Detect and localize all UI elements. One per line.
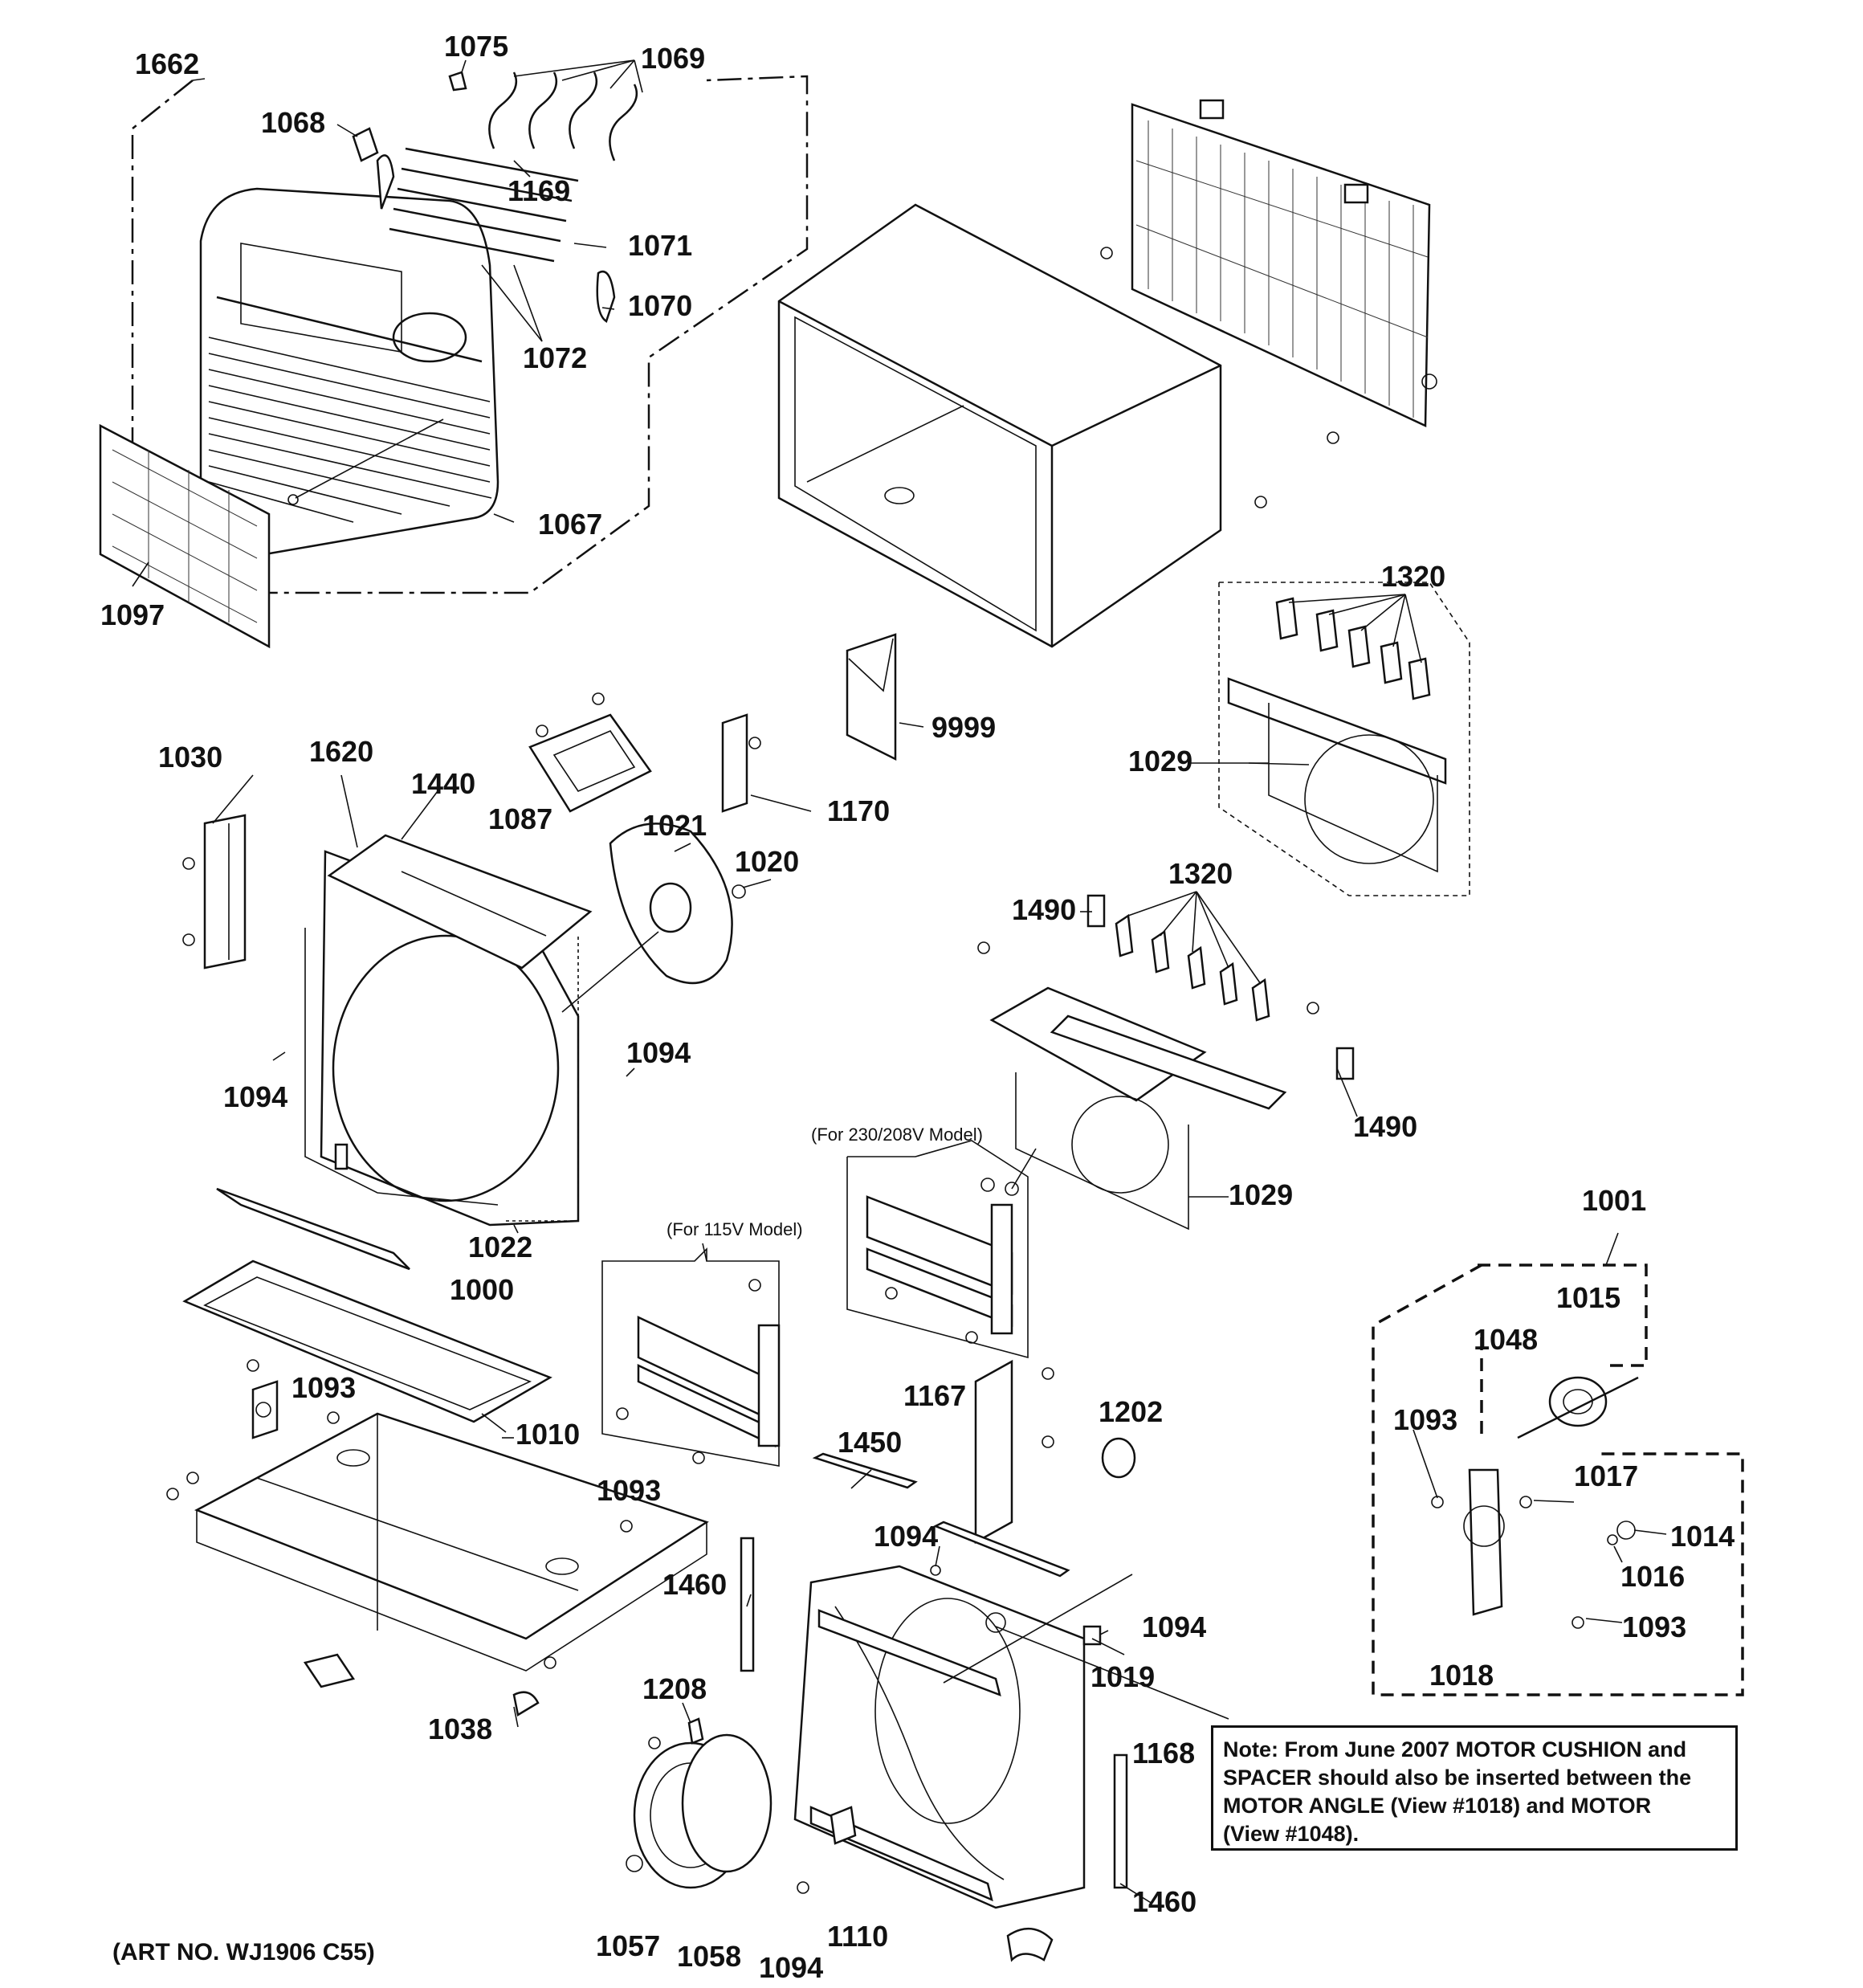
label-1010: 1010 [516, 1418, 580, 1451]
label-1490-lower: 1490 [1353, 1110, 1417, 1143]
note-line-3: MOTOR ANGLE (View #1018) and MOTOR [1223, 1794, 1652, 1818]
label-1087: 1087 [488, 802, 552, 835]
label-1069: 1069 [641, 42, 705, 75]
evaporator-fan [561, 823, 746, 1013]
label-1016: 1016 [1620, 1560, 1685, 1593]
label-1018: 1018 [1429, 1659, 1494, 1692]
label-1094-left: 1094 [223, 1080, 287, 1113]
label-1030: 1030 [158, 741, 222, 774]
note-box: Note: From June 2007 MOTOR CUSHION and S… [1211, 1725, 1738, 1851]
label-1058: 1058 [677, 1940, 741, 1973]
heater-230v [846, 1140, 1029, 1359]
label-1015: 1015 [1556, 1281, 1620, 1314]
label-115v-model: (For 115V Model) [667, 1219, 803, 1239]
front-grille-group [131, 71, 809, 594]
label-1093-motor: 1093 [1393, 1403, 1457, 1436]
label-1450: 1450 [838, 1426, 902, 1459]
label-1169: 1169 [508, 174, 570, 207]
label-1094-upper-mid: 1094 [874, 1520, 938, 1553]
label-1170: 1170 [827, 794, 890, 827]
rear-grille [1131, 99, 1437, 444]
label-1168: 1168 [1132, 1737, 1195, 1770]
leader-lines [132, 59, 1667, 1904]
top-cover [327, 834, 593, 970]
label-1093-left: 1093 [291, 1371, 356, 1404]
part-labels: 1662 1075 1069 1068 1169 1071 1070 1072 … [100, 30, 1735, 1984]
label-1094-right: 1094 [626, 1036, 691, 1069]
label-1067: 1067 [538, 508, 602, 541]
label-1490-upper: 1490 [1012, 893, 1076, 926]
cabinet [777, 203, 1267, 648]
label-1093-base: 1093 [597, 1474, 661, 1507]
label-1460-right: 1460 [1132, 1885, 1196, 1918]
evaporator-coil [182, 814, 247, 970]
label-1075: 1075 [444, 30, 508, 63]
condenser-shroud-upper [1218, 582, 1470, 896]
label-1017: 1017 [1574, 1459, 1638, 1492]
label-1202: 1202 [1099, 1395, 1163, 1428]
label-1001: 1001 [1582, 1184, 1646, 1217]
label-1070: 1070 [628, 289, 692, 322]
capacitor [1101, 1437, 1136, 1479]
label-1662: 1662 [135, 47, 199, 80]
note-line-1: Note: From June 2007 MOTOR CUSHION and [1223, 1737, 1687, 1761]
label-1021: 1021 [642, 809, 707, 842]
damper-motor [247, 1359, 340, 1439]
label-1029-upper: 1029 [1128, 745, 1192, 778]
label-1167: 1167 [903, 1379, 966, 1412]
label-1071: 1071 [628, 229, 692, 262]
label-1057: 1057 [596, 1929, 660, 1962]
seal-strips [740, 1452, 1128, 1889]
air-filter [99, 423, 271, 649]
condenser-shroud-lower [977, 894, 1355, 1231]
label-1460-left: 1460 [662, 1568, 727, 1601]
label-1068: 1068 [261, 106, 325, 139]
drain-pan [182, 1187, 552, 1423]
label-1072: 1072 [523, 341, 587, 374]
art-number: (ART NO. WJ1906 C55) [112, 1939, 375, 1966]
note-line-4: (View #1048). [1223, 1822, 1360, 1846]
label-1093-motor-lower: 1093 [1622, 1610, 1686, 1643]
label-1620: 1620 [309, 735, 373, 768]
note-line-2: SPACER should also be inserted between t… [1223, 1766, 1692, 1790]
label-1048: 1048 [1474, 1323, 1538, 1356]
blower-housing [793, 1565, 1133, 1909]
label-1019: 1019 [1090, 1660, 1155, 1693]
label-1320-upper: 1320 [1381, 560, 1445, 593]
label-9999: 9999 [932, 711, 996, 744]
label-1022: 1022 [468, 1231, 532, 1263]
fan-motor-assembly [1372, 1263, 1744, 1696]
misc-clips [648, 1565, 1054, 1962]
base-pan [166, 1412, 709, 1717]
label-1020: 1020 [735, 845, 799, 878]
label-1097: 1097 [100, 598, 165, 631]
label-1110: 1110 [827, 1920, 888, 1953]
label-1029-lower: 1029 [1229, 1178, 1293, 1211]
label-1440: 1440 [411, 767, 475, 800]
label-1038: 1038 [428, 1712, 492, 1745]
label-230v-model: (For 230/208V Model) [811, 1125, 983, 1145]
label-1094-right-mid: 1094 [1142, 1610, 1206, 1643]
label-1208: 1208 [642, 1672, 707, 1705]
label-1094-bottom: 1094 [759, 1951, 823, 1984]
blower-wheel [626, 1733, 773, 1889]
label-1014: 1014 [1670, 1520, 1735, 1553]
small-brackets [528, 692, 812, 813]
label-1320-lower: 1320 [1168, 857, 1233, 890]
label-1000: 1000 [450, 1273, 514, 1306]
heater-115v [601, 1247, 781, 1467]
control-panel [974, 1359, 1054, 1545]
literature-pack [846, 633, 924, 761]
